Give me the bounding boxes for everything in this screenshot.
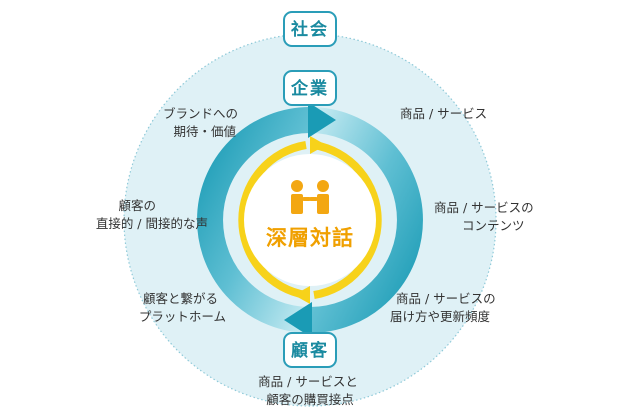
node-company-box	[283, 70, 337, 106]
item-product-content-line: 商品 / サービスの	[434, 200, 534, 215]
item-products-services-line: 商品 / サービス	[400, 106, 487, 121]
item-product-content-line: コンテンツ	[462, 218, 525, 233]
node-customer-box	[283, 332, 337, 368]
node-society: 社会	[283, 11, 337, 47]
item-delivery-frequency-line: 届け方や更新頻度	[390, 309, 491, 324]
node-company-label: 企業	[290, 78, 329, 99]
people-talking-icon	[291, 180, 329, 214]
item-purchase-touchpoint-line: 商品 / サービスと	[258, 374, 358, 389]
node-society-box	[283, 11, 337, 47]
item-customer-platform-line: プラットホーム	[139, 309, 226, 324]
cycle-arrowhead-bottom	[284, 302, 312, 338]
center-disc	[244, 154, 376, 286]
cycle-ring-right	[309, 107, 423, 333]
item-customer-platform: 顧客と繋がる プラットホーム	[139, 291, 226, 324]
item-brand-expectation-line: 期待・価値	[173, 124, 236, 139]
item-product-content: 商品 / サービスの コンテンツ	[434, 200, 538, 233]
item-brand-expectation: ブランドへの 期待・価値	[163, 106, 242, 139]
item-purchase-touchpoint-line: 顧客の購買接点	[266, 392, 354, 407]
item-customer-voice: 顧客の 直接的 / 間接的な声	[96, 198, 208, 231]
yellow-arrowhead-bottom	[294, 286, 310, 304]
node-company: 企業	[283, 70, 337, 106]
yellow-arrow-left	[238, 141, 307, 299]
node-customer: 顧客	[283, 332, 337, 368]
node-customer-label: 顧客	[291, 340, 329, 361]
item-products-services: 商品 / サービス	[400, 106, 487, 121]
item-purchase-touchpoint: 商品 / サービスと 顧客の購買接点	[258, 374, 362, 407]
cycle-arrowhead-top	[308, 102, 336, 138]
center-label: 深層対話	[266, 226, 354, 250]
item-customer-platform-line: 顧客と繋がる	[143, 291, 218, 306]
item-brand-expectation-line: ブランドへの	[163, 106, 238, 121]
item-customer-voice-line: 顧客の	[119, 198, 157, 213]
yellow-arrow-right	[313, 141, 382, 299]
cycle-ring-left	[197, 107, 311, 333]
node-society-label: 社会	[290, 19, 329, 40]
item-delivery-frequency-line: 商品 / サービスの	[396, 291, 496, 306]
item-customer-voice-line: 直接的 / 間接的な声	[96, 216, 208, 231]
item-delivery-frequency: 商品 / サービスの 届け方や更新頻度	[390, 291, 500, 324]
